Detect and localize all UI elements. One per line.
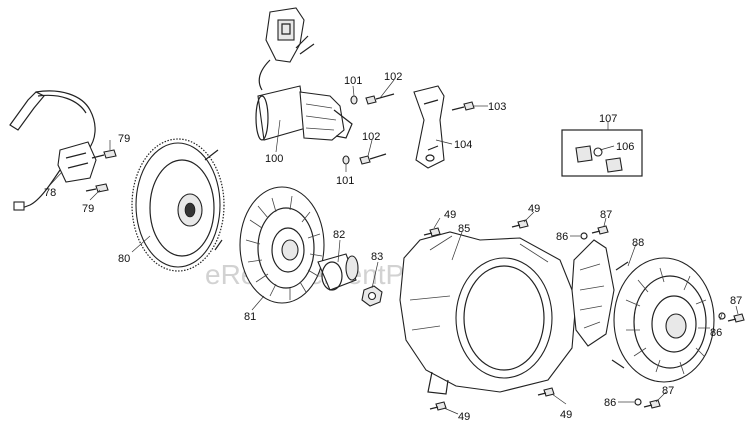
callout-87: 87 (600, 209, 612, 221)
callout-79: 79 (118, 133, 130, 145)
callout-49: 49 (458, 411, 470, 423)
callout-102: 102 (362, 131, 380, 143)
bolt-49a (423, 227, 441, 237)
callout-85: 85 (458, 223, 470, 235)
washer-101a (350, 95, 358, 105)
switch-kit-box (561, 129, 643, 177)
callout-104: 104 (454, 139, 472, 151)
callout-87: 87 (662, 385, 674, 397)
callout-81: 81 (244, 311, 256, 323)
flywheel-part (131, 138, 225, 272)
callout-88: 88 (632, 237, 644, 249)
callout-86: 86 (710, 327, 722, 339)
bolt-49b (511, 219, 529, 229)
nut-part (361, 285, 383, 307)
callout-101: 101 (344, 75, 362, 87)
washer-86c (634, 398, 642, 406)
bolt-79a (91, 149, 117, 159)
callout-86: 86 (604, 397, 616, 409)
starter-motor-part (255, 7, 353, 141)
recoil-starter-part (611, 257, 715, 383)
bolt-102a (365, 93, 395, 105)
bolt-49d (537, 387, 555, 397)
callout-86: 86 (556, 231, 568, 243)
bolt-87a (591, 225, 609, 235)
callout-87: 87 (730, 295, 742, 307)
callout-78: 78 (44, 187, 56, 199)
washer-101b (342, 155, 350, 165)
callout-labels: 100 101 101 102 102 103 104 107 106 79 7… (44, 71, 742, 423)
callout-49: 49 (560, 409, 572, 421)
washer-86a (580, 232, 588, 240)
bolt-49c (429, 401, 447, 411)
callout-100: 100 (265, 153, 283, 165)
ignition-coil-part (9, 90, 97, 211)
callout-49: 49 (444, 209, 456, 221)
callout-79: 79 (82, 203, 94, 215)
callout-107: 107 (599, 113, 617, 125)
callout-82: 82 (333, 229, 345, 241)
callout-102: 102 (384, 71, 402, 83)
callout-106: 106 (616, 141, 634, 153)
callout-103: 103 (488, 101, 506, 113)
blower-housing-part (399, 231, 577, 395)
bolt-87c (643, 399, 661, 409)
bolt-103 (451, 101, 475, 111)
bolt-79b (85, 183, 109, 193)
callout-101: 101 (336, 175, 354, 187)
callout-83: 83 (371, 251, 383, 263)
washer-86b (718, 312, 726, 320)
bolt-87b (727, 313, 745, 323)
starter-cup-part (317, 253, 359, 291)
bolt-102b (359, 153, 387, 165)
leader-lines (49, 79, 739, 415)
callout-80: 80 (118, 253, 130, 265)
recoil-guide-part (571, 239, 615, 347)
callout-49: 49 (528, 203, 540, 215)
bracket-part (413, 85, 445, 169)
cooling-fan-part (239, 186, 325, 304)
